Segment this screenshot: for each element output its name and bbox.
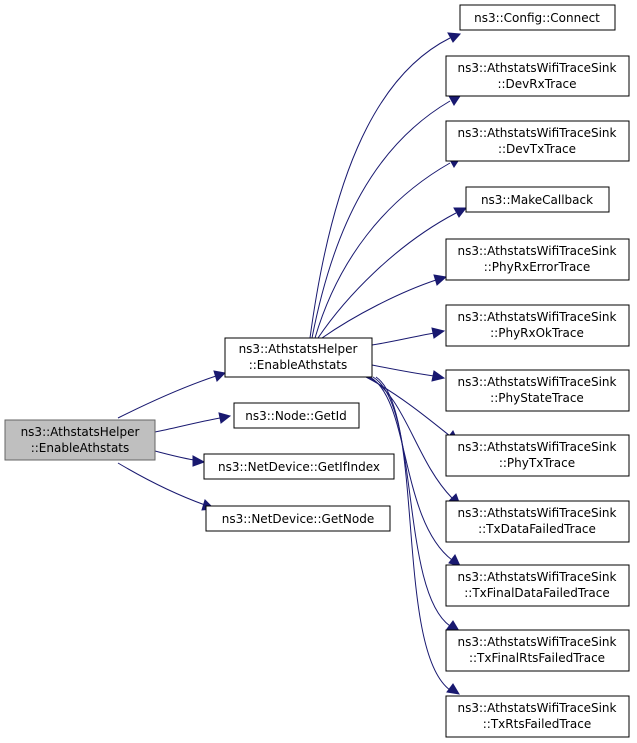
node-phystate-trace[interactable]: ns3::AthstatsWifiTraceSink ::PhyStateTra…	[445, 369, 630, 412]
node-phyrxok-line-1: ns3::AthstatsWifiTraceSink	[458, 310, 617, 324]
edge-to-txrtsfailed	[375, 376, 460, 695]
node-phystate-line-2: ::PhyStateTrace	[490, 391, 584, 405]
node-netdevice-getifindex[interactable]: ns3::NetDevice::GetIfIndex	[203, 453, 395, 480]
edge-root-to-getnode	[117, 462, 216, 511]
node-txfinalrtsfailed-line-2: ::TxFinalRtsFailedTrace	[469, 651, 605, 665]
node-txdatafailed-line-2: ::TxDataFailedTrace	[478, 522, 596, 536]
node-txfinalrtsfailed-line-1: ns3::AthstatsWifiTraceSink	[458, 635, 617, 649]
node-txdatafailed-line-1: ns3::AthstatsWifiTraceSink	[458, 506, 617, 520]
node-node-getid-label: ns3::Node::GetId	[245, 409, 347, 423]
node-phyrxerror-line-1: ns3::AthstatsWifiTraceSink	[458, 244, 617, 258]
node-txrtsfailed-line-1: ns3::AthstatsWifiTraceSink	[458, 701, 617, 715]
edge-to-makecallback	[317, 207, 468, 339]
node-phyrxerror-trace[interactable]: ns3::AthstatsWifiTraceSink ::PhyRxErrorT…	[445, 238, 630, 281]
node-netdevice-getifindex-label: ns3::NetDevice::GetIfIndex	[218, 460, 380, 474]
node-devtx-trace[interactable]: ns3::AthstatsWifiTraceSink ::DevTxTrace	[445, 120, 630, 162]
node-netdevice-getnode[interactable]: ns3::NetDevice::GetNode	[205, 505, 391, 532]
node-txfinaldatafailed-line-1: ns3::AthstatsWifiTraceSink	[458, 570, 617, 584]
node-phytx-line-2: ::PhyTxTrace	[499, 456, 575, 470]
node-txfinaldatafailed-line-2: ::TxFinalDataFailedTrace	[464, 586, 609, 600]
node-phyrxerror-line-2: ::PhyRxErrorTrace	[484, 260, 591, 274]
node-root-line-2: ::EnableAthstats	[31, 441, 130, 455]
node-make-callback-label: ns3::MakeCallback	[481, 193, 593, 207]
node-devtx-line-2: ::DevTxTrace	[498, 142, 576, 156]
node-config-connect-label: ns3::Config::Connect	[474, 11, 600, 25]
node-phyrxok-line-2: ::PhyRxOkTrace	[490, 326, 584, 340]
node-devrx-line-2: ::DevRxTrace	[497, 77, 576, 91]
node-phyrxok-trace[interactable]: ns3::AthstatsWifiTraceSink ::PhyRxOkTrac…	[445, 304, 630, 347]
edge-to-devrx	[311, 95, 461, 339]
node-enable-athstats-line-1: ns3::AthstatsHelper	[239, 342, 358, 356]
node-phytx-trace[interactable]: ns3::AthstatsWifiTraceSink ::PhyTxTrace	[445, 434, 630, 477]
node-make-callback[interactable]: ns3::MakeCallback	[465, 186, 610, 213]
node-root-enable-athstats[interactable]: ns3::AthstatsHelper ::EnableAthstats	[4, 419, 156, 461]
node-txrtsfailed-trace[interactable]: ns3::AthstatsWifiTraceSink ::TxRtsFailed…	[445, 695, 630, 738]
edge-to-phyrxok	[371, 327, 446, 346]
node-config-connect[interactable]: ns3::Config::Connect	[459, 4, 616, 31]
edge-to-phystate	[371, 364, 446, 382]
node-phytx-line-1: ns3::AthstatsWifiTraceSink	[458, 440, 617, 454]
node-txfinalrtsfailed-trace[interactable]: ns3::AthstatsWifiTraceSink ::TxFinalRtsF…	[445, 629, 630, 672]
edge-to-config-connect	[309, 32, 462, 339]
node-enable-athstats-line-2: ::EnableAthstats	[249, 358, 348, 372]
node-devrx-line-1: ns3::AthstatsWifiTraceSink	[458, 61, 617, 75]
edge-root-to-node-getid	[154, 412, 232, 433]
node-devrx-trace[interactable]: ns3::AthstatsWifiTraceSink ::DevRxTrace	[445, 55, 630, 97]
edge-to-phyrxerror	[321, 274, 448, 339]
node-netdevice-getnode-label: ns3::NetDevice::GetNode	[222, 512, 374, 526]
edge-root-to-enable2	[117, 370, 227, 419]
node-phystate-line-1: ns3::AthstatsWifiTraceSink	[458, 375, 617, 389]
node-devtx-line-1: ns3::AthstatsWifiTraceSink	[458, 126, 617, 140]
node-root-line-1: ns3::AthstatsHelper	[21, 425, 140, 439]
node-txfinaldatafailed-trace[interactable]: ns3::AthstatsWifiTraceSink ::TxFinalData…	[445, 564, 630, 607]
edge-to-phytx	[365, 376, 459, 443]
edge-root-to-getifindex	[154, 450, 206, 467]
node-node-getid[interactable]: ns3::Node::GetId	[233, 402, 360, 429]
node-txrtsfailed-line-2: ::TxRtsFailedTrace	[483, 717, 591, 731]
node-enable-athstats[interactable]: ns3::AthstatsHelper ::EnableAthstats	[224, 337, 373, 378]
node-txdatafailed-trace[interactable]: ns3::AthstatsWifiTraceSink ::TxDataFaile…	[445, 500, 630, 543]
